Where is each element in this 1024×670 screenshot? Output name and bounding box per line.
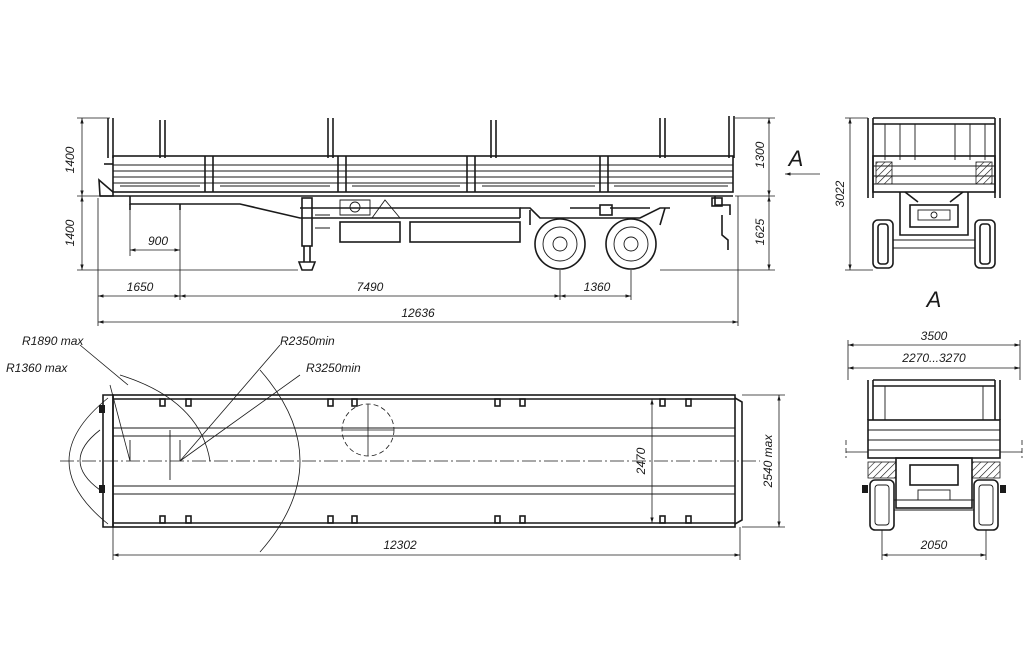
view-arrow-a: A xyxy=(785,146,820,176)
side-frame xyxy=(100,195,733,243)
height-top-label: 1400 xyxy=(63,146,77,173)
dim-900: 900 xyxy=(129,210,181,300)
r3250-label: R3250min xyxy=(306,361,361,375)
r2350-label: R2350min xyxy=(280,334,335,348)
turning-radii: R1890 max R1360 max R2350min R3250min xyxy=(6,334,395,553)
top-latches xyxy=(159,398,692,524)
rear-view: A 3500 2270...3270 2050 xyxy=(845,287,1023,560)
dim-12302-label: 12302 xyxy=(383,538,417,552)
dim-7490-label: 7490 xyxy=(357,280,384,294)
height-1625-label: 1625 xyxy=(753,218,767,245)
landing-gear xyxy=(297,197,330,271)
dim-2270-label: 2270...3270 xyxy=(901,351,966,365)
rear-view-title: A xyxy=(925,287,942,312)
front-view: 3022 xyxy=(833,117,1001,271)
side-view: 1400 1400 1300 1625 900 1650 7490 1360 xyxy=(63,116,820,326)
side-height-dims-left: 1400 1400 xyxy=(63,117,298,271)
r1890-label: R1890 max xyxy=(22,334,84,348)
height-bottom-label: 1400 xyxy=(63,219,77,246)
view-arrow-a-label: A xyxy=(787,146,804,171)
dim-1360-label: 1360 xyxy=(584,280,611,294)
r1360-label: R1360 max xyxy=(6,361,68,375)
dim-1650-label: 1650 xyxy=(127,280,154,294)
height-1300-label: 1300 xyxy=(753,141,767,168)
dim-2050-label: 2050 xyxy=(920,538,948,552)
side-boards xyxy=(98,155,734,197)
side-rear-end xyxy=(711,196,731,250)
height-3022-label: 3022 xyxy=(833,180,847,207)
dim-900-label: 900 xyxy=(148,234,168,248)
dim-3500-label: 3500 xyxy=(921,329,948,343)
side-stakes xyxy=(107,116,735,158)
dim-2540-label: 2540 max xyxy=(761,434,775,489)
top-view: R1890 max R1360 max R2350min R3250min 24… xyxy=(6,334,785,560)
dim-12636-label: 12636 xyxy=(401,306,435,320)
side-length-dims: 1650 7490 1360 12636 xyxy=(97,196,739,326)
side-axles xyxy=(520,204,670,270)
side-height-dims-right: 1300 1625 xyxy=(660,117,775,271)
dim-2470-label: 2470 xyxy=(634,447,648,475)
